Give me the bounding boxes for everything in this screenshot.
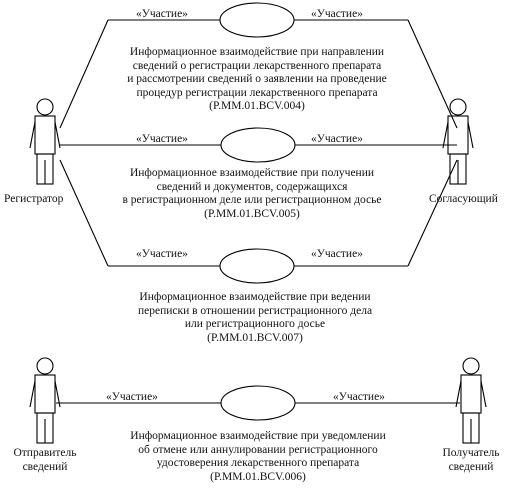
participation-label-uc2-right: «Участие» <box>311 133 363 145</box>
actor-approver-figure <box>442 98 474 185</box>
actor-sender-label: Отправитель сведений <box>13 447 77 473</box>
participation-label-uc1-left: «Участие» <box>136 8 188 20</box>
actor-registrar-label: Регистратор <box>4 193 64 205</box>
participation-label-uc1-right: «Участие» <box>311 8 363 20</box>
assoc-line-top-right-diag <box>407 19 458 129</box>
participation-label-uc2-left: «Участие» <box>136 133 188 145</box>
use-case-ellipse-3 <box>219 248 295 284</box>
actor-approver-label: Согласующий <box>429 193 498 205</box>
use-case-description-2: Информационное взаимодействие при получе… <box>122 167 382 220</box>
assoc-line-top-left-diag <box>59 19 109 129</box>
assoc-line-bottom-left-diag <box>59 159 109 267</box>
use-case-description-1: Информационное взаимодействие при направ… <box>127 46 387 113</box>
actor-registrar-figure <box>29 98 61 185</box>
use-case-ellipse-4 <box>220 385 296 421</box>
participation-label-uc4-right: «Участие» <box>333 391 385 403</box>
actor-sender-figure <box>29 357 61 444</box>
participation-label-uc3-right: «Участие» <box>311 248 363 260</box>
use-case-description-4: Информационное взаимодействие при уведом… <box>130 430 386 483</box>
actor-receiver-label: Получатель сведений <box>442 447 500 473</box>
assoc-line-bottom-right-diag <box>407 159 458 267</box>
use-case-ellipse-2 <box>220 127 296 163</box>
actor-receiver-figure <box>455 357 487 444</box>
participation-label-uc4-left: «Участие» <box>106 391 158 403</box>
participation-label-uc3-left: «Участие» <box>136 248 188 260</box>
use-case-ellipse-1 <box>219 2 295 38</box>
use-case-description-3: Информационное взаимодействие при ведени… <box>137 291 373 344</box>
